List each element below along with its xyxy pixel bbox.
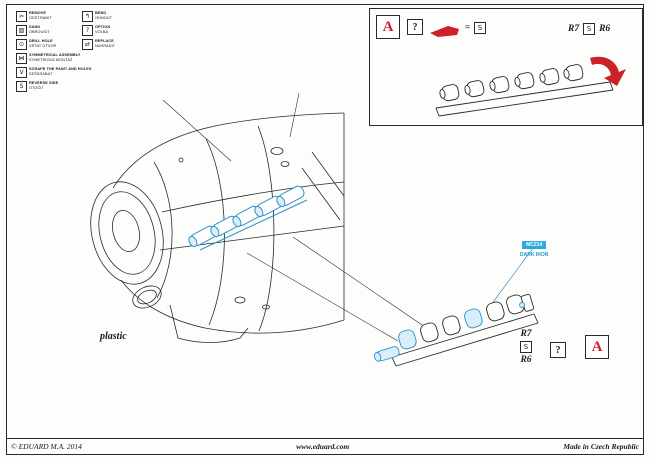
reverse-icon: S [16,81,27,92]
part-label-r6: R6 [599,24,611,34]
footer-website: www.eduard.com [296,442,350,451]
red-part-icon [430,26,459,37]
legend-label-en: BEND [95,11,107,15]
assembly-part-labels: R7 S R6 [515,329,537,365]
paint-name-label: DARK IRON [520,252,549,258]
leader-lines [162,92,426,342]
detail-box: A ? = S R7 S R6 [369,8,643,126]
legend-label-en: DRILL HOLE [29,39,53,43]
footer-copyright: © EDUARD M.A. 2014 [11,442,82,451]
legend-label-en: OPTION [95,25,111,29]
legend-label-en: REPLACE [95,39,114,43]
legend-label-cz: SYMETRICKÁ MONTÁŽ [29,57,73,62]
paint-callout: MC214 DARK IRON [520,233,548,258]
legend-label-en: REMOVE [29,11,47,15]
legend-label-cz: NAHRADIT [95,43,116,48]
bottom-exhaust-assembly [373,293,539,367]
legend-label-en: SCRAPE THE PAINT AND HOLES [29,67,92,71]
exhaust-stacks-highlight [188,185,308,251]
footer-made-in: Made in Czech Republic [563,442,639,451]
option-question-box: ? [550,342,566,358]
legend-label-cz: VOLBA [95,29,109,34]
knife-icon: ✂ [16,11,27,22]
replace-icon: ⇄ [82,39,93,50]
equals-sign: = [465,22,471,32]
footer: © EDUARD M.A. 2014 www.eduard.com Made i… [7,438,643,454]
fuselage-drawing [90,112,345,343]
sand-icon: ▧ [16,25,27,36]
part-label-r7: R7 [568,24,580,34]
legend-label-en: SYMMETRICAL ASSEMBLY [29,53,81,57]
legend-label-en: SAND [29,25,41,29]
legend-label-cz: OHNOUT [95,15,113,20]
red-rotate-arrow [590,56,626,86]
detail-exhaust-assembly [435,64,614,117]
step-a-box: A [376,15,400,39]
plastic-label: plastic [100,331,127,342]
paint-callout-leader [490,247,534,306]
legend-label-en: REVERSE SIDE [29,81,59,85]
legend-label-cz: SEŠKRÁBAT [29,71,53,76]
symmetry-icon: ⋈ [16,53,27,64]
part-note-icon: S [520,341,532,353]
part-label-r7: R7 [520,329,532,339]
paint-code-chip: MC214 [522,241,547,249]
drill-icon: ⊙ [16,39,27,50]
bend-icon: ↰ [82,11,93,22]
part-note-icon: S [474,22,486,34]
option-icon: ? [82,25,93,36]
legend-label-cz: OTOČIT [29,85,44,90]
legend-label-cz: OBROUSIT [29,29,50,34]
page-border-frame [6,4,644,455]
legend-label-cz: VRTAT OTVOR [29,43,57,48]
part-label-r6: R6 [520,355,532,365]
legend-label-cz: ODSTRANIT [29,15,52,20]
option-question-box: ? [407,19,423,35]
part-note-icon: S [583,23,596,35]
scrape-icon: V [16,67,27,78]
step-a-box: A [585,335,609,359]
